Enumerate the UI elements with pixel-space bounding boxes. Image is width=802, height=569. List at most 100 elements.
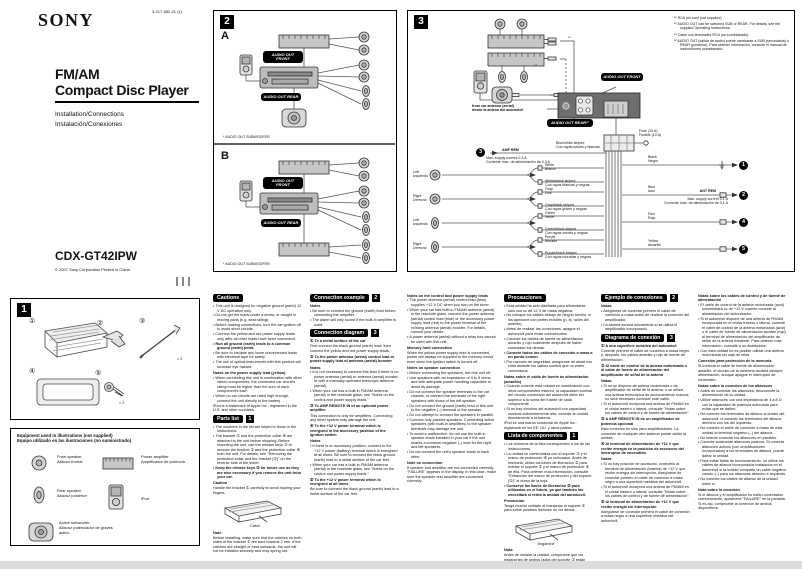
- column-text: Do not connect the speaker terminals to …: [407, 390, 496, 404]
- column-text: Connect the yellow and red power supply …: [213, 332, 302, 341]
- marker-3: 3: [476, 148, 485, 157]
- note-es-1: *¹ Cable con terminales RCA (no suminist…: [674, 33, 749, 37]
- bracket-figure: Catch: [219, 498, 291, 529]
- amp-rem-note-es: Corriente máx. de alimentación de 0,3 A: [486, 160, 550, 165]
- equipment-title-es: Equipo utilizado en las ilustraciones (n…: [17, 438, 132, 444]
- column-text: Note on connection: [407, 460, 443, 465]
- equipment-item-es: Altavoz posterior: [57, 492, 87, 498]
- column-text: La alarma sonará únicamente si se utiliz…: [601, 323, 690, 332]
- plus-color-es: Morado: [545, 239, 558, 244]
- speaker-side-es: Izquierdo: [413, 174, 428, 179]
- note-en-1: *¹ RCA pin cord (not supplied): [674, 16, 722, 20]
- column-text: Be sure to connect the black ground (ear…: [310, 487, 399, 496]
- ant-rem-label: ANT REM: [699, 189, 716, 193]
- column-text: Conecte primero el cable de conexión a m…: [601, 348, 690, 362]
- column-text: Conexión para protección de la memoria: [698, 359, 772, 364]
- section-header-bar: Lista de componentes: [504, 432, 567, 441]
- section-number-badge: 2: [669, 294, 678, 302]
- column-text: A power antenna (aerial) without a relay…: [407, 335, 496, 344]
- column-text: Run all ground (earth) leads to a common…: [213, 342, 302, 351]
- column-text: ③ To AMP REMOTE IN of an optional power …: [310, 403, 389, 413]
- marker-2: 2: [739, 190, 748, 200]
- column-text: Do not get the leads under a screw, or c…: [213, 313, 302, 322]
- column-text: No conecte el cable de conexión a masa d…: [698, 426, 787, 435]
- registration-mark: [188, 277, 190, 286]
- column-text: Notes: [310, 365, 321, 370]
- lead-color-es: Amarillo: [648, 243, 661, 248]
- amp-rem-wire-color: Blue/white striped Con rayas azules y bl…: [556, 141, 628, 149]
- equipment-box: Equipment used in illustrations (not sup…: [10, 428, 200, 546]
- section3-badge: 3: [414, 15, 428, 29]
- lead-note-en: Max. supply current 0.1 A: [687, 197, 728, 201]
- svg-text:*¹: *¹: [568, 35, 572, 40]
- figure-caption: Enganche: [537, 541, 555, 546]
- column-text: Tenga mucho cuidado al manipular el sopo…: [504, 503, 586, 513]
- equipment-title-en: Equipment used in illustrations (not sup…: [17, 433, 113, 438]
- section-header-bar: Diagrama de conexión: [601, 333, 665, 342]
- plus-color-en: Purple: [545, 235, 556, 239]
- column-text: Do not connect the ground (earth) lead o…: [407, 404, 496, 413]
- column-text: Notes on the control and power supply le…: [407, 293, 489, 298]
- column-text: No intente conectar los altavoces en par…: [698, 436, 787, 441]
- subtitle-en: Installation/Connections: [55, 111, 125, 118]
- column-text: First connect the black ground (earth) l…: [310, 344, 391, 353]
- section-header: Cautions: [213, 294, 302, 302]
- lead-color-es: Rojo: [648, 216, 656, 221]
- section-header-bar: Parts list: [213, 414, 243, 423]
- title-line2: Compact Disc Player: [55, 82, 189, 98]
- text-column-4: PrecaucionesEsta unidad ha sido diseñada…: [504, 292, 593, 564]
- column-text: Conecte solamente altavoces pasivos. Si …: [698, 440, 787, 458]
- column-text: No conecte los terminales de altavoz al …: [698, 412, 787, 426]
- column-text: When your car has a built-in FM/AM anten…: [310, 389, 399, 403]
- subwoofer-footnote-a: * AUDIO OUT SUBWOOFER: [223, 135, 270, 139]
- column-text: ③ A AMP REMOTE IN de un amplificador de …: [601, 417, 680, 426]
- column-text: iPod is a trademark of Apple Inc., regis…: [213, 403, 297, 413]
- audio-out-rear-label: AUDIO OUT REAR*²: [547, 119, 593, 127]
- column-text: This connection is only for amplifiers. …: [310, 413, 393, 423]
- column-text: The use of optical instruments with this…: [213, 360, 302, 369]
- column-text: To avoid a malfunction, do not use the b…: [407, 432, 496, 450]
- plus-color-es: Blanco: [545, 167, 556, 172]
- part-number-1: ①: [29, 318, 36, 325]
- audio-out-front-label-a: AUDIO OUT FRONT: [263, 51, 303, 64]
- lead-note-es: Corriente máx. de alimentación de 0,1 A: [664, 201, 728, 206]
- section-header-bar: Cautions: [213, 294, 244, 302]
- section2-connection-example-box: 2 A B: [213, 10, 397, 272]
- fuse-label-en: Fuse (10 A): [639, 129, 658, 133]
- column-text: Conecte los cables de fuente de alimenta…: [504, 337, 593, 351]
- column-text: When the yellow power supply lead is con…: [407, 350, 494, 364]
- text-column-6: Notas sobre los cables de control y de f…: [698, 292, 787, 564]
- text-column-5: Ejemplo de conexiones2NotasAsegúrese de …: [601, 292, 690, 564]
- part-quantity: × 2: [177, 357, 183, 361]
- column-text: Utilice altavoces con una impedancia de …: [698, 398, 787, 412]
- sony-logo: SONY: [38, 10, 95, 30]
- column-text: Asegúrese de conectar primero el cable d…: [601, 309, 690, 323]
- part-number: 3-217-582-21 (1): [152, 9, 183, 14]
- column-text: ① A una superficie metálica del automóvi…: [601, 343, 677, 348]
- column-text: No conecte los cables de altavoz de la u…: [698, 477, 787, 486]
- diagram-notes: *¹ RCA pin cord (not supplied) *² AUDIO …: [674, 16, 790, 53]
- column-text: Notas sobre el cable de fuente de alimen…: [504, 375, 589, 384]
- section2-badge: 2: [220, 15, 234, 29]
- plus-color-en: Green: [545, 211, 555, 215]
- section-number-badge: 1: [569, 432, 578, 441]
- title-line1: FM/AM: [55, 66, 100, 82]
- column-text: Precaución: [504, 498, 525, 503]
- subtitle-es: Instalación/Conexiones: [55, 121, 123, 128]
- note-en-2: *² AUDIO OUT can be switched SUB or REAR…: [674, 21, 781, 30]
- equipment-item-es: Altavoz potenciador de graves activo: [59, 524, 113, 535]
- column-text: When connecting this unit in combination…: [213, 376, 302, 394]
- instruction-columns: CautionsThis unit is designed for negati…: [213, 292, 797, 564]
- column-text: Si no se dispone de antena motorizada o …: [601, 384, 690, 402]
- fuse-label: Fuse (10 A) Fusible (10 A): [639, 129, 689, 137]
